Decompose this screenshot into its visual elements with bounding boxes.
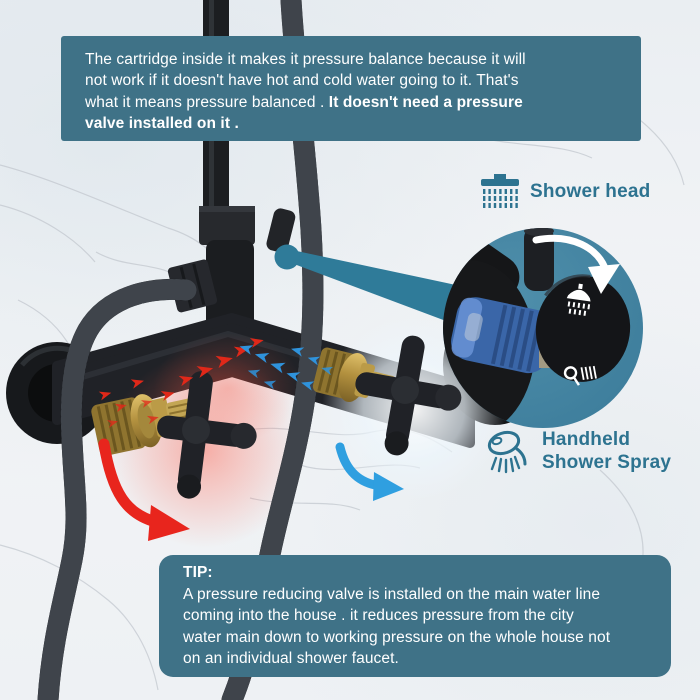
handheld-spray-label: Handheld Shower Spray bbox=[542, 429, 672, 473]
cross-handle-left bbox=[157, 371, 257, 499]
rain-shower-icon bbox=[481, 174, 519, 208]
handheld-shower-icon bbox=[563, 365, 597, 386]
shower-head-label: Shower head bbox=[530, 180, 651, 202]
rotate-arrow-icon bbox=[532, 234, 620, 294]
shower-head-callout: Shower head bbox=[479, 174, 650, 208]
handheld-spray-callout: Handheld Shower Spray bbox=[482, 428, 671, 482]
diverter-knob bbox=[266, 208, 296, 253]
pressure-balance-text: The cartridge inside it makes it pressur… bbox=[85, 50, 526, 133]
tip-banner: TIP: A pressure reducing valve is instal… bbox=[159, 555, 671, 677]
callout-wedge bbox=[292, 250, 470, 330]
handheld-shower-icon bbox=[487, 430, 527, 474]
callout-dot bbox=[274, 244, 300, 270]
tip-heading: TIP: bbox=[183, 564, 213, 582]
inset-diverter-face bbox=[535, 274, 631, 382]
pressure-balance-banner: The cartridge inside it makes it pressur… bbox=[61, 36, 641, 141]
tip-text: A pressure reducing valve is installed o… bbox=[183, 585, 611, 668]
rain-shower-icon bbox=[566, 283, 591, 316]
cross-handle-right bbox=[355, 335, 462, 456]
callout-pointer bbox=[274, 244, 470, 330]
inset-blue-cartridge bbox=[451, 297, 554, 374]
shower-hose-left bbox=[37, 278, 197, 700]
diverter-closeup-inset bbox=[441, 226, 645, 430]
cold-water-out-arrow bbox=[335, 442, 404, 501]
hot-water-out-arrow bbox=[98, 438, 190, 541]
hot-cartridge bbox=[91, 394, 202, 456]
